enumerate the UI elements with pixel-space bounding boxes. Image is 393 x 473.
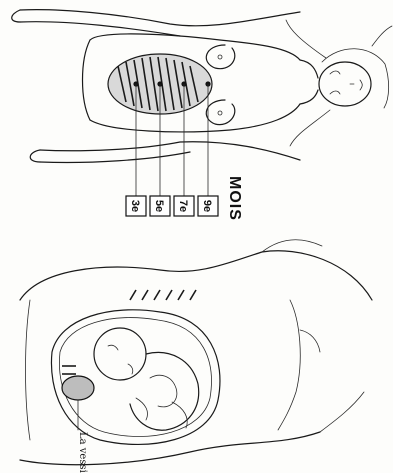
lower-arm-outline [40, 142, 300, 160]
month-label-9: 9e [201, 200, 213, 212]
hair-top [322, 49, 389, 108]
arm-contour [278, 300, 300, 430]
eye-upper [330, 71, 340, 74]
elbow-detail [300, 330, 320, 352]
month-label-3: 3e [129, 200, 141, 212]
bladder-label: La vessie [77, 432, 88, 473]
hip-line [83, 40, 91, 120]
neck-bottom [300, 90, 318, 104]
back-contour [20, 251, 372, 300]
mois-title: MOIS [226, 176, 243, 221]
mouth [360, 80, 362, 90]
spine [130, 290, 196, 300]
upper-arm-inner [20, 22, 180, 36]
head [319, 62, 371, 106]
hair-strand-3 [372, 26, 392, 46]
chest-contour [320, 392, 364, 432]
torso-bottom [90, 104, 300, 132]
month-label-7: 7e [177, 200, 189, 212]
nipple-upper [218, 55, 222, 59]
thigh-line [26, 300, 31, 440]
month-label-5: 5e [153, 200, 165, 212]
upper-hand [12, 10, 20, 22]
breast-lower [206, 100, 235, 125]
bladder [62, 376, 94, 400]
sagittal-section-figure: La vessie [20, 240, 372, 473]
nipple-lower [218, 111, 222, 115]
fetus-body [130, 352, 199, 430]
fetus-leg [172, 402, 187, 428]
fetus-ear [128, 364, 133, 374]
neck-top [300, 60, 318, 78]
hair-strand-1 [286, 20, 326, 58]
belly-contour [20, 432, 320, 465]
fetus-eye [108, 345, 118, 350]
month-labels: 9e 7e 5e 3e MOIS [126, 176, 243, 221]
upper-arm-outline [20, 10, 300, 26]
lower-hand [30, 150, 40, 162]
shoulder-contour [262, 240, 322, 252]
lower-arm-inner [40, 152, 190, 163]
fetus-knee [136, 398, 148, 420]
torso-top [90, 34, 300, 60]
hair-strand-2 [290, 110, 330, 146]
fetus [94, 328, 199, 430]
eye-lower [330, 91, 340, 94]
frontal-body-figure [12, 10, 392, 196]
breast-upper [206, 45, 235, 69]
fetus-head [94, 328, 146, 380]
